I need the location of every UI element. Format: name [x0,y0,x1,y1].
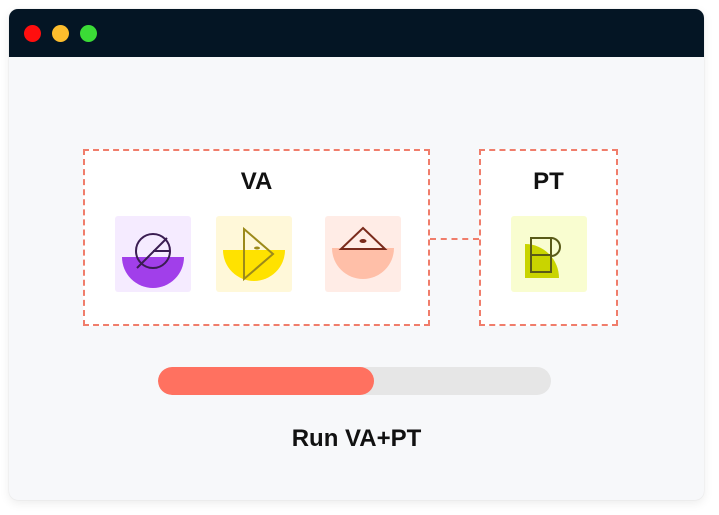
close-window-button[interactable] [24,25,41,42]
va-tool-tile-1[interactable] [115,216,191,292]
run-button-label[interactable]: Run VA+PT [291,425,422,452]
run-progress-bar [158,367,551,395]
pt-group: PT [479,149,618,326]
eye-triangle-icon [332,226,394,279]
group-connector [430,238,479,240]
va-tool-tile-3[interactable] [325,216,401,292]
app-window: VA PT [9,9,704,500]
zoom-window-button[interactable] [80,25,97,42]
circle-slash-icon [122,233,184,288]
va-group-title: VA [240,168,273,195]
play-triangle-icon [223,226,285,282]
pt-tool-tile-1[interactable] [511,216,587,292]
pt-group-title: PT [533,168,564,195]
p-shape-icon [525,237,561,278]
minimize-window-button[interactable] [52,25,69,42]
run-progress-fill [158,367,375,395]
va-group: VA [83,149,430,326]
va-tool-tile-2[interactable] [216,216,292,292]
title-bar [9,9,704,57]
